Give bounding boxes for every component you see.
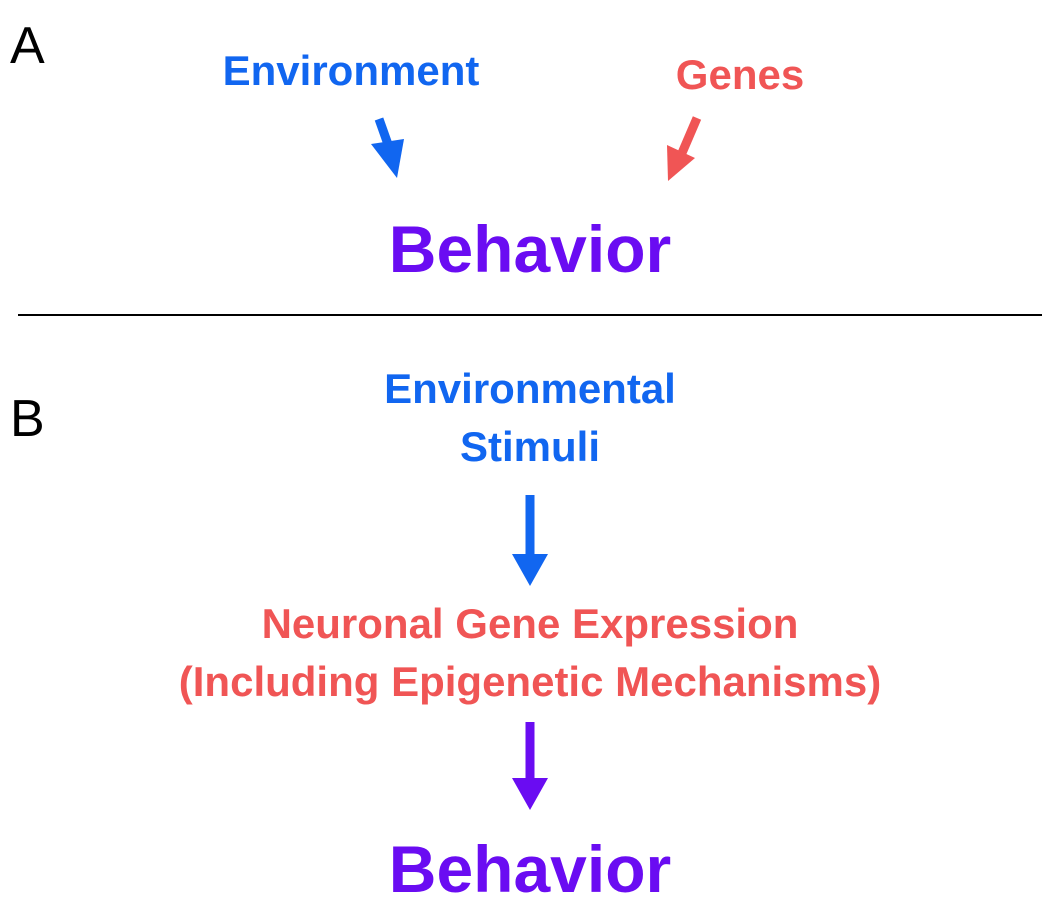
arrow-down-icon — [512, 722, 548, 810]
arrow-down-icon — [371, 117, 404, 178]
environmental-stimuli-line-1: Environmental — [384, 365, 676, 412]
behavior-node-a: Behavior — [388, 212, 672, 286]
neuronal-gene-expression-node: Neuronal Gene Expression (Including Epig… — [90, 595, 970, 711]
genes-node: Genes — [675, 51, 805, 98]
arrow-down-icon — [512, 495, 548, 586]
environmental-stimuli-line-2: Stimuli — [459, 422, 600, 470]
neuronal-gene-expression-line-1: Neuronal Gene Expression — [261, 600, 799, 647]
panel-divider — [18, 314, 1042, 316]
behavior-node-b: Behavior — [388, 832, 672, 906]
panel-b-label: B — [10, 390, 45, 448]
environment-node: Environment — [222, 47, 480, 94]
arrow-down-left-icon — [667, 116, 702, 181]
neuronal-gene-expression-line-2: (Including Epigenetic Mechanisms) — [178, 657, 882, 705]
panel-a-label: A — [10, 17, 45, 75]
environmental-stimuli-node: Environmental Stimuli — [330, 360, 730, 476]
